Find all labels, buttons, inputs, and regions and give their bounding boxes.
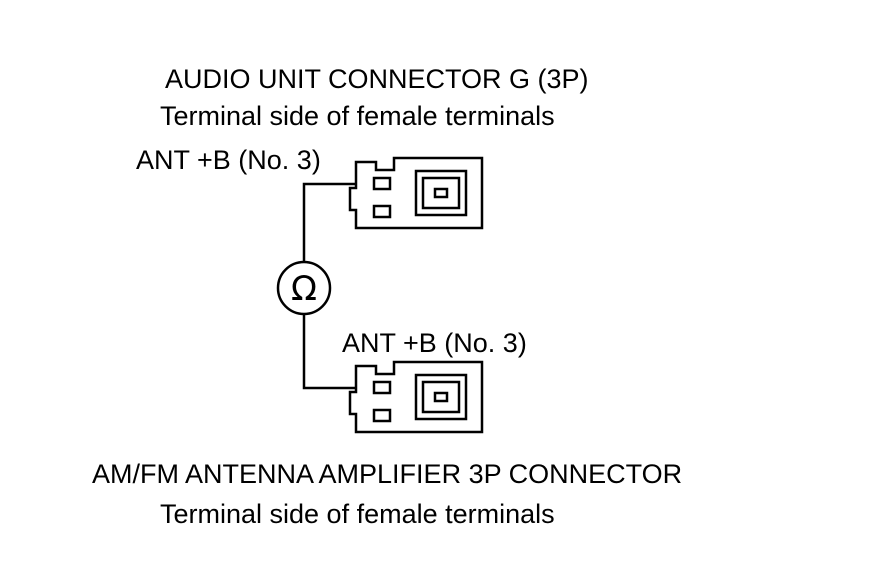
bottom-lock-core	[433, 391, 449, 403]
ohm-symbol: Ω	[291, 269, 317, 309]
top-lock-core	[433, 187, 449, 199]
bottom-spare-terminal	[372, 408, 392, 423]
top-connector-subtitle: Terminal side of female terminals	[160, 101, 555, 131]
top-connector-icon	[348, 156, 484, 230]
top-connector-title: AUDIO UNIT CONNECTOR G (3P)	[165, 64, 589, 94]
test-leads	[302, 182, 374, 390]
lower-lead	[302, 313, 374, 390]
top-pin-terminal	[372, 176, 392, 191]
top-pin-label: ANT +B (No. 3)	[136, 145, 321, 175]
ohmmeter-icon: Ω	[276, 260, 332, 316]
bottom-connector-icon	[348, 360, 484, 434]
bottom-pin-terminal	[372, 380, 392, 395]
bottom-pin-label: ANT +B (No. 3)	[342, 328, 527, 358]
upper-lead	[302, 182, 374, 262]
ohmmeter-circle	[276, 260, 332, 316]
top-spare-terminal	[372, 204, 392, 219]
bottom-connector-title: AM/FM ANTENNA AMPLIFIER 3P CONNECTOR	[92, 459, 683, 489]
bottom-connector-subtitle: Terminal side of female terminals	[160, 499, 555, 529]
